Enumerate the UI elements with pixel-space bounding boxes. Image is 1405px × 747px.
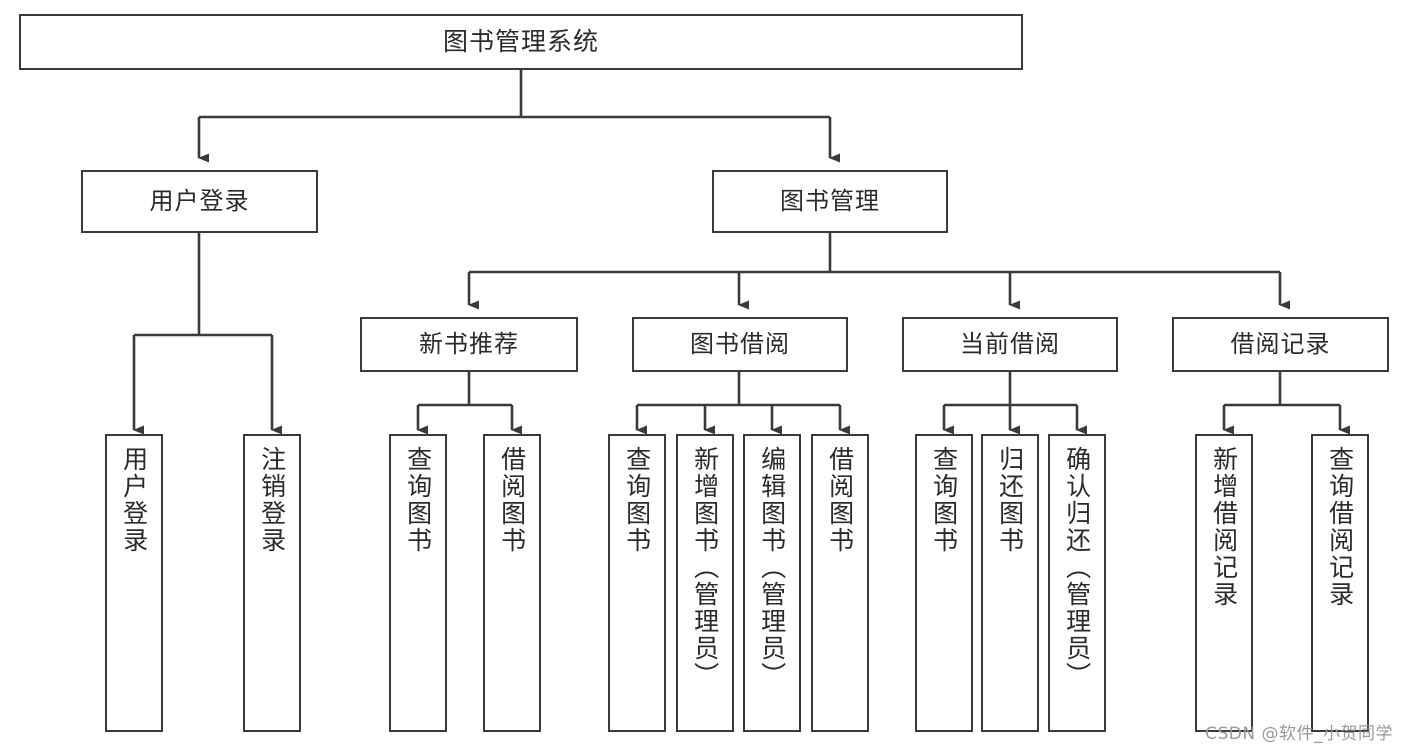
leaf-current-return-book[interactable]: 归还图书 bbox=[981, 434, 1039, 732]
node-borrow-record[interactable]: 借阅记录 bbox=[1172, 317, 1389, 372]
node-current-borrow[interactable]: 当前借阅 bbox=[902, 317, 1118, 372]
leaf-new-book-borrow[interactable]: 借阅图书 bbox=[483, 434, 541, 732]
node-new-book-recommend[interactable]: 新书推荐 bbox=[360, 317, 578, 372]
leaf-record-add[interactable]: 新增借阅记录 bbox=[1195, 434, 1253, 732]
node-book-management[interactable]: 图书管理 bbox=[712, 170, 948, 233]
watermark-text: CSDN @软件_小贺同学 bbox=[1205, 724, 1393, 744]
leaf-current-confirm-return[interactable]: 确认归还（管理员） bbox=[1048, 434, 1106, 732]
node-book-borrow[interactable]: 图书借阅 bbox=[632, 317, 848, 372]
leaf-current-query-book[interactable]: 查询图书 bbox=[915, 434, 973, 732]
node-user-login[interactable]: 用户登录 bbox=[81, 170, 318, 233]
leaf-borrow-add-book[interactable]: 新增图书（管理员） bbox=[676, 434, 734, 732]
leaf-borrow-borrow-book[interactable]: 借阅图书 bbox=[811, 434, 869, 732]
leaf-borrow-edit-book[interactable]: 编辑图书（管理员） bbox=[743, 434, 801, 732]
leaf-new-book-query[interactable]: 查询图书 bbox=[389, 434, 447, 732]
node-root-system[interactable]: 图书管理系统 bbox=[19, 14, 1023, 70]
leaf-record-query[interactable]: 查询借阅记录 bbox=[1311, 434, 1369, 732]
leaf-borrow-query-book[interactable]: 查询图书 bbox=[608, 434, 666, 732]
leaf-user-login-login[interactable]: 用户登录 bbox=[105, 434, 163, 732]
leaf-user-login-logout[interactable]: 注销登录 bbox=[243, 434, 301, 732]
